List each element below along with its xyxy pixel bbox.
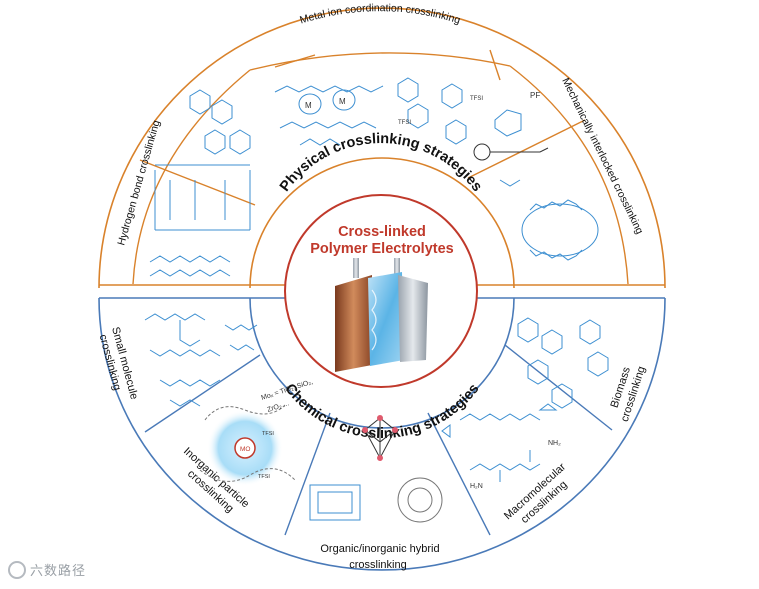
chem-divider-2 [284, 412, 331, 536]
tfsi-label-c: TFSI [262, 431, 274, 437]
mech-band-arc [509, 65, 629, 285]
physical-outer-arc [98, 7, 666, 289]
chemical-ring-title: Chemical crosslinking strategies [282, 381, 483, 442]
watermark-text: 六数路径 [30, 564, 87, 579]
hydrogen-bond-molecules [149, 89, 251, 277]
watermark-logo-icon [8, 561, 26, 579]
metal-ion-label: Metal ion coordination crosslinking [298, 2, 462, 26]
pf6-label: PF [530, 91, 540, 100]
biomass-structures [517, 317, 609, 409]
physical-divider-left [139, 159, 256, 206]
small-molecule-label: Small molecule crosslinking [97, 326, 140, 401]
hydrogen-bond-label: Hydrogen bond crosslinking [115, 119, 162, 247]
center-title-line2: Polymer Electrolytes [310, 241, 453, 257]
chem-divider-1 [144, 354, 261, 433]
chem-divider-3 [427, 412, 491, 536]
chemical-outer-arc [98, 297, 666, 571]
inorganic-particle-illustration [199, 404, 296, 486]
physical-divider-right [467, 119, 586, 179]
hbond-band-arc [132, 69, 251, 285]
center-title-line1: Cross-linked [338, 224, 426, 240]
battery-illustration [335, 258, 428, 372]
metal-ion-b: M [339, 97, 346, 106]
mechanically-interlocked-label: Mechanically interlocked crosslinking [559, 76, 645, 236]
mechanically-interlocked-molecules [473, 109, 599, 261]
tfsi-label-d: TFSI [258, 474, 270, 480]
tfsi-label-b: TFSI [398, 120, 411, 126]
hybrid-line1: Organic/inorganic hybrid [320, 543, 439, 555]
physical-inner-arc [249, 157, 515, 289]
macromolecular-label: Macromolecular crosslinking [502, 461, 570, 526]
small-molecule-structures [144, 313, 258, 407]
macromolecular-structures [441, 403, 558, 482]
biomass-label: Biomass crosslinking [609, 365, 648, 423]
mo-center-label: MO [240, 446, 250, 453]
hybrid-structures [309, 415, 443, 523]
mo-formula-label2: ZrO₂ ... [266, 400, 290, 414]
metal-band-inner-arc [249, 52, 511, 71]
h2n-label: H₂N [470, 483, 483, 490]
center-disk: Cross-linked Polymer Electrolytes [284, 194, 478, 388]
chemical-inner-arc [249, 297, 515, 429]
tfsi-label-a: TFSI [470, 96, 483, 102]
hybrid-line2: crosslinking [349, 559, 406, 571]
chem-divider-4 [504, 344, 613, 431]
watermark: 六数路径 [8, 560, 86, 579]
nh2-label: NH₂ [548, 440, 561, 447]
physical-divider-top-right [489, 49, 501, 81]
metal-ion-a: M [305, 101, 312, 110]
metal-ion-molecules [274, 77, 467, 146]
